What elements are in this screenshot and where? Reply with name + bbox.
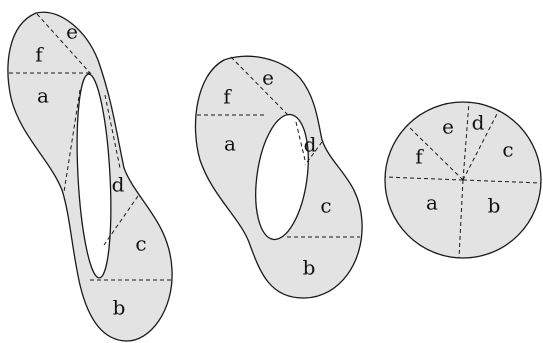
right-cut-e-d [462, 101, 470, 181]
right-label-b: b [488, 194, 501, 218]
middle-label-a: a [224, 132, 236, 156]
middle-figure-hole [255, 113, 309, 241]
left-figure-hole [76, 73, 112, 279]
left-figure: e f a d c b [7, 11, 173, 342]
middle-label-c: c [320, 194, 331, 218]
right-cut-f-a [384, 176, 464, 181]
middle-cut-dc [304, 141, 323, 166]
right-cut-c-b [462, 179, 542, 184]
right-figure: e d f c a b [384, 101, 542, 259]
right-label-e: e [442, 115, 454, 139]
left-label-e: e [66, 20, 78, 44]
right-label-f: f [415, 145, 424, 169]
left-label-f: f [35, 43, 44, 67]
right-cut-a-b [458, 179, 464, 259]
right-label-c: c [502, 138, 513, 162]
left-label-a: a [37, 84, 49, 108]
left-cut-dc [103, 195, 139, 246]
right-label-a: a [426, 191, 438, 215]
left-label-c: c [135, 232, 146, 256]
middle-figure: e f a d c b [194, 55, 363, 299]
right-cut-f-e [406, 124, 464, 181]
left-label-d: d [112, 173, 125, 197]
middle-label-d: d [304, 133, 317, 157]
left-cut-d-inner [104, 94, 121, 169]
middle-label-f: f [223, 85, 232, 109]
left-cut-a-inner [63, 89, 81, 193]
middle-label-e: e [262, 66, 274, 90]
right-label-d: d [472, 111, 485, 135]
left-label-b: b [113, 296, 126, 320]
middle-label-b: b [303, 256, 316, 280]
right-cut-d-c [462, 109, 500, 181]
